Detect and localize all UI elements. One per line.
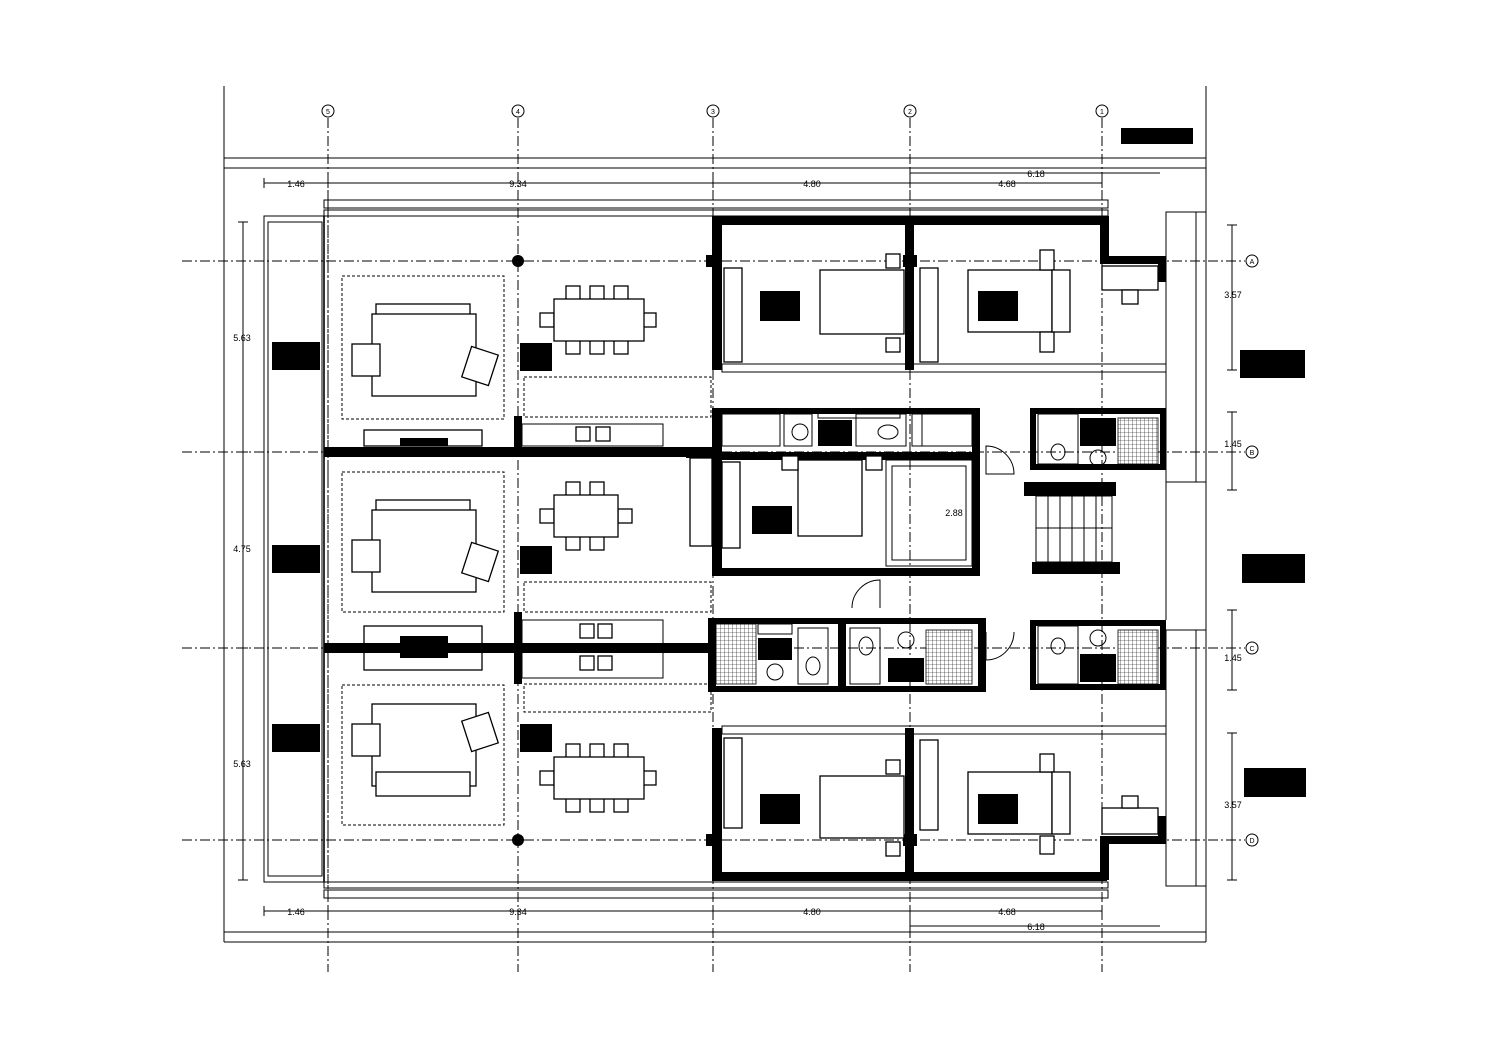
dimension-label: 5.63 bbox=[233, 759, 251, 769]
dimension-label: 3.57 bbox=[1224, 800, 1242, 810]
dimension-label: 3.57 bbox=[1224, 290, 1242, 300]
right-dimension-chain: 3.57 1.45 1.45 3.57 bbox=[1224, 224, 1306, 881]
dimension-label: 9.34 bbox=[509, 179, 527, 189]
dimension-label: 4.80 bbox=[803, 179, 821, 189]
dimension-label: 5.63 bbox=[233, 333, 251, 343]
dining-table-bottom bbox=[539, 743, 657, 813]
bedroom-top-right bbox=[919, 249, 1159, 363]
grid-column-label: 5 bbox=[326, 109, 330, 116]
grid-row-label: B bbox=[1250, 450, 1255, 457]
dimension-label: 4.68 bbox=[998, 179, 1016, 189]
dimension-label: 1.46 bbox=[287, 907, 305, 917]
living-room-unit-bottom bbox=[341, 684, 552, 826]
grid-column-label: 3 bbox=[711, 109, 715, 116]
bedroom-bottom-left bbox=[723, 737, 905, 857]
dimension-label: 4.68 bbox=[998, 907, 1016, 917]
bedroom-top-left bbox=[723, 253, 905, 363]
dimension-label: 6.18 bbox=[1027, 922, 1045, 932]
terrace-strip bbox=[263, 200, 329, 895]
grid-row-label: C bbox=[1249, 646, 1254, 653]
bottom-dimension-chain: 1.46 9.34 4.80 4.68 6.18 bbox=[263, 906, 1160, 932]
right-facade-edge bbox=[1165, 211, 1207, 887]
grid-row-markers: A B C D bbox=[1245, 254, 1259, 847]
structural-walls bbox=[324, 216, 1167, 881]
facade-glazing bbox=[323, 199, 1109, 899]
bathroom-right-upper bbox=[1037, 413, 1159, 467]
dimension-label: 1.45 bbox=[1224, 439, 1242, 449]
dimension-label: 2.88 bbox=[945, 508, 963, 518]
bedroom-middle: 2.88 bbox=[689, 455, 973, 567]
dimension-label: 1.45 bbox=[1224, 653, 1242, 663]
grid-column-label: 4 bbox=[516, 109, 520, 116]
dimension-label: 4.80 bbox=[803, 907, 821, 917]
living-room-unit-top bbox=[341, 275, 552, 447]
left-dimension-chain: 5.63 4.75 5.63 bbox=[233, 221, 251, 881]
dimension-label: 1.46 bbox=[287, 179, 305, 189]
kitchen-unit-top bbox=[514, 376, 712, 452]
dining-table-top bbox=[539, 285, 657, 355]
bedroom-bottom-right bbox=[919, 739, 1159, 855]
bathroom-upper-middle bbox=[721, 409, 973, 447]
grid-row-label: A bbox=[1250, 259, 1255, 266]
staircase bbox=[1035, 470, 1167, 620]
grid-row-label: D bbox=[1249, 838, 1254, 845]
grid-column-markers: 5 4 3 2 1 bbox=[321, 104, 1109, 118]
bathroom-right-lower bbox=[1037, 625, 1159, 685]
dimension-label: 4.75 bbox=[233, 544, 251, 554]
dining-table-middle bbox=[539, 481, 633, 551]
top-dimension-chain: 1.46 9.34 4.80 4.68 6.18 bbox=[263, 168, 1160, 189]
dimension-label: 6.18 bbox=[1027, 169, 1045, 179]
grid-column-label: 2 bbox=[908, 109, 912, 116]
grid-column-label: 1 bbox=[1100, 109, 1104, 116]
bathroom-lower-middle bbox=[715, 623, 973, 685]
dimension-label: 9.34 bbox=[509, 907, 527, 917]
door-swings bbox=[851, 445, 1015, 661]
